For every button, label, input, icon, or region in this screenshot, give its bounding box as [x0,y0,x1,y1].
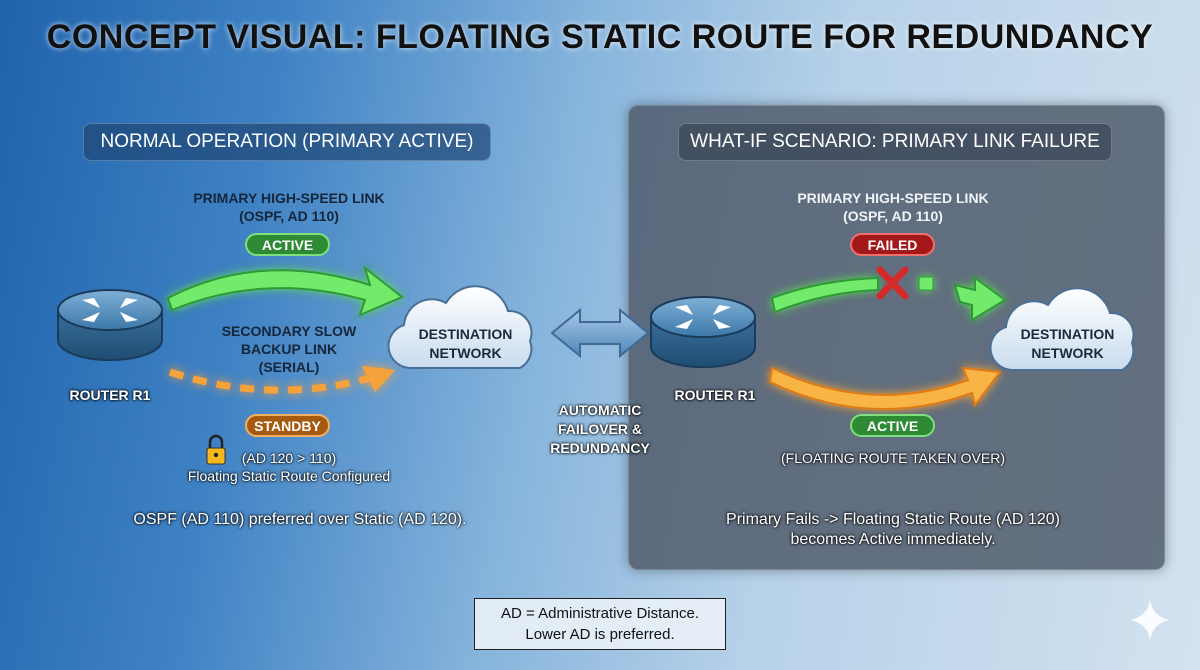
status-badge-active: ACTIVE [850,414,935,437]
sparkle-icon [1130,600,1170,640]
cloud-label: DESTINATION NETWORK [393,325,538,363]
legend-line-1: AD = Administrative Distance. [501,605,699,622]
cloud-line-1: DESTINATION [1020,326,1115,342]
page-title: CONCEPT VISUAL: FLOATING STATIC ROUTE FO… [46,18,1154,56]
primary-link-label: PRIMARY HIGH-SPEED LINK (OSPF, AD 110) [793,189,993,225]
router-icon [57,289,163,361]
cloud-line-1: DESTINATION [418,326,513,342]
secondary-line-1: SECONDARY SLOW [221,323,357,339]
primary-link-ad: (OSPF, AD 110) [843,208,943,224]
router-label: ROUTER R1 [674,387,756,403]
failover-line-3: REDUNDANCY [550,440,650,456]
primary-link-arrow [166,265,404,317]
router-label: ROUTER R1 [69,387,151,403]
legend-line-2: Lower AD is preferred. [525,626,675,643]
backup-link-arrow [168,366,395,394]
secondary-line-2: BACKUP LINK [240,341,338,357]
right-summary-line-1: Primary Fails -> Floating Static Route (… [726,511,1060,528]
secondary-line-3: (SERIAL) [258,359,320,375]
primary-link-ad: (OSPF, AD 110) [239,208,339,224]
failed-primary-link-arrow [770,276,1007,322]
secondary-link-label: SECONDARY SLOW BACKUP LINK (SERIAL) [189,322,389,376]
cloud-label: DESTINATION NETWORK [995,325,1140,363]
failover-line-1: AUTOMATIC [558,402,642,418]
what-if-header: WHAT-IF SCENARIO: PRIMARY LINK FAILURE [678,123,1112,161]
ad-legend-box: AD = Administrative Distance. Lower AD i… [474,598,726,650]
failover-line-2: FAILOVER & [557,421,642,437]
ad-compare: (AD 120 > 110) [241,450,337,466]
failure-x-icon [876,266,909,300]
status-badge-active: ACTIVE [245,233,330,256]
lock-icon [206,434,226,465]
primary-link-name: PRIMARY HIGH-SPEED LINK [797,190,989,206]
failover-double-arrow-icon [550,307,650,359]
status-badge-failed: FAILED [850,233,935,256]
left-summary: OSPF (AD 110) preferred over Static (AD … [133,511,467,528]
cloud-line-2: NETWORK [1031,345,1104,361]
primary-link-name: PRIMARY HIGH-SPEED LINK [193,190,385,206]
primary-link-label: PRIMARY HIGH-SPEED LINK (OSPF, AD 110) [189,189,389,225]
cloud-icon [387,285,533,369]
cloud-icon [989,287,1135,371]
failover-label: AUTOMATIC FAILOVER & REDUNDANCY [530,401,670,458]
cloud-line-2: NETWORK [429,345,502,361]
status-badge-standby: STANDBY [245,414,330,437]
right-summary: Primary Fails -> Floating Static Route (… [663,510,1123,550]
floating-route-note: (FLOATING ROUTE TAKEN OVER) [780,450,1006,466]
router-icon [650,296,756,368]
normal-operation-header: NORMAL OPERATION (PRIMARY ACTIVE) [83,123,491,161]
configured-note: Floating Static Route Configured [187,468,391,484]
floating-route-arrow [768,366,1002,411]
right-summary-line-2: becomes Active immediately. [790,531,996,548]
